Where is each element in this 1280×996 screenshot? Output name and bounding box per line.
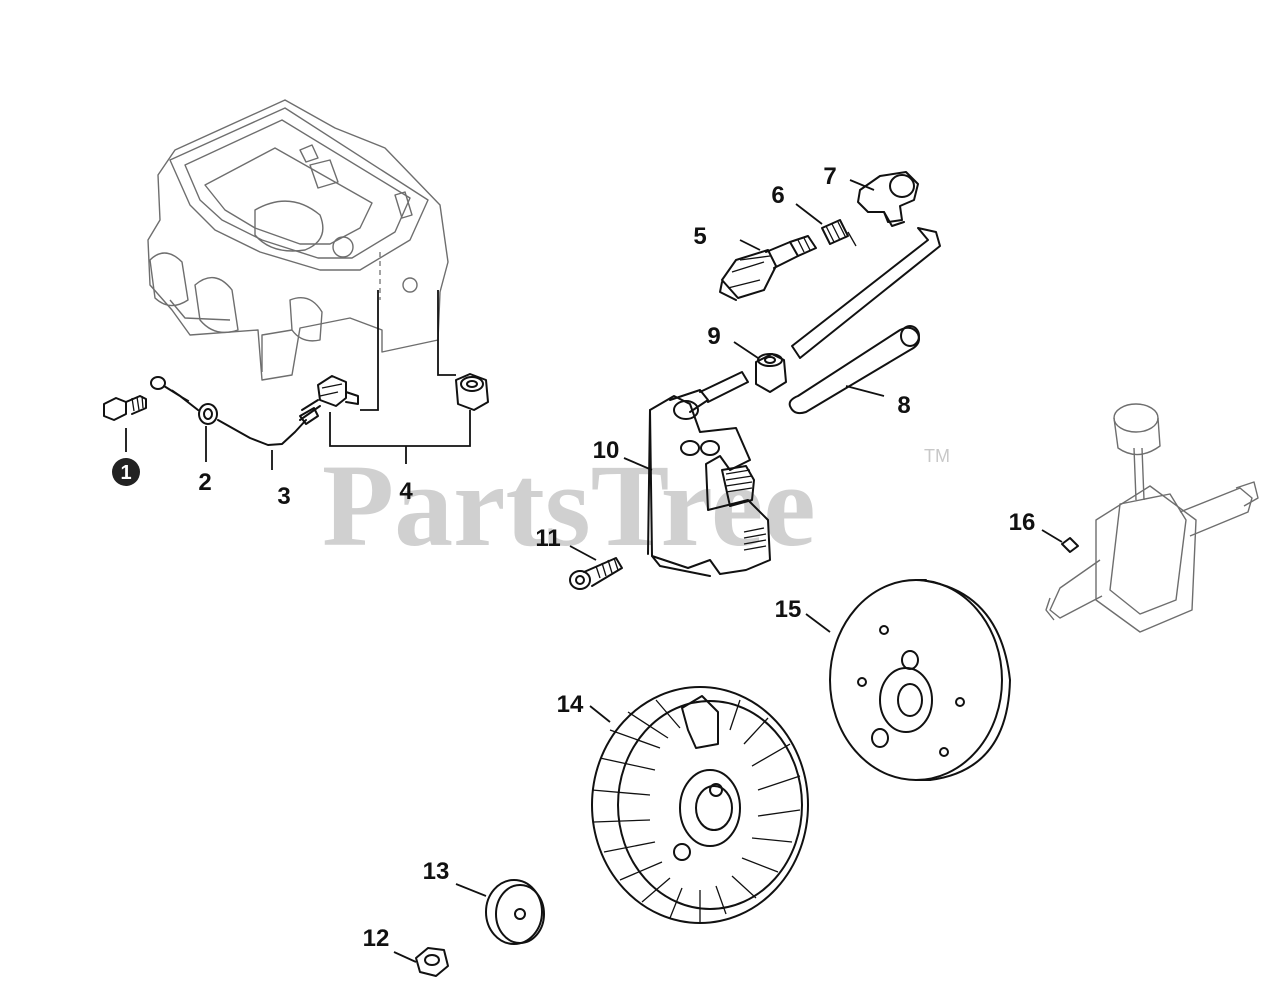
callout-12[interactable]: 12 <box>363 925 390 952</box>
callout-1-badge[interactable] <box>112 458 140 486</box>
part-3-ground-wire[interactable] <box>150 376 319 446</box>
callout-4[interactable]: 4 <box>399 478 413 505</box>
flywheel-fins <box>591 699 801 922</box>
watermark-text: PartsTree <box>322 440 816 571</box>
part-9-boot[interactable] <box>755 353 787 393</box>
part-16-woodruff-key[interactable] <box>1061 537 1079 553</box>
part-4-nut[interactable] <box>455 373 489 411</box>
part-10-ignition-coil[interactable] <box>647 371 771 577</box>
part-4-stop-switch[interactable] <box>299 375 359 421</box>
part-6-spring[interactable] <box>821 219 857 247</box>
callout-14[interactable]: 14 <box>557 691 584 718</box>
callout-15[interactable]: 15 <box>775 596 802 623</box>
callout-5[interactable]: 5 <box>693 223 706 250</box>
part-11-screw[interactable] <box>569 557 623 590</box>
watermark-trademark: TM <box>924 446 950 466</box>
callout-16[interactable]: 16 <box>1009 509 1036 536</box>
callout-7[interactable]: 7 <box>823 163 836 190</box>
callout-6[interactable]: 6 <box>771 182 784 209</box>
part-13-washer[interactable] <box>485 879 545 945</box>
part-12-nut[interactable] <box>415 947 449 977</box>
callout-8[interactable]: 8 <box>897 392 910 419</box>
callout-9[interactable]: 9 <box>707 323 720 350</box>
high-tension-cable[interactable] <box>791 227 941 359</box>
leader-lines <box>125 179 1063 963</box>
callout-3[interactable]: 3 <box>277 483 290 510</box>
callout-10[interactable]: 10 <box>593 437 620 464</box>
part-15-rotor[interactable] <box>829 579 1011 781</box>
part-1-bolt[interactable] <box>103 395 147 421</box>
crankshaft-assembly <box>1045 403 1259 633</box>
callout-13[interactable]: 13 <box>423 858 450 885</box>
part-7-plug-cap[interactable] <box>857 171 919 227</box>
part-14-flywheel[interactable] <box>591 686 809 924</box>
callout-labels: 1 2 3 4 5 6 7 8 9 10 11 12 13 14 15 16 <box>112 163 1035 952</box>
callout-1[interactable]: 1 <box>120 462 131 484</box>
part-2-grommet[interactable] <box>198 403 218 425</box>
callout-11[interactable]: 11 <box>535 525 560 552</box>
part-5-spark-plug[interactable] <box>719 235 817 301</box>
engine-crankcase-outline <box>147 99 449 381</box>
part-8-tube[interactable] <box>788 325 920 415</box>
callout-2[interactable]: 2 <box>198 469 211 496</box>
